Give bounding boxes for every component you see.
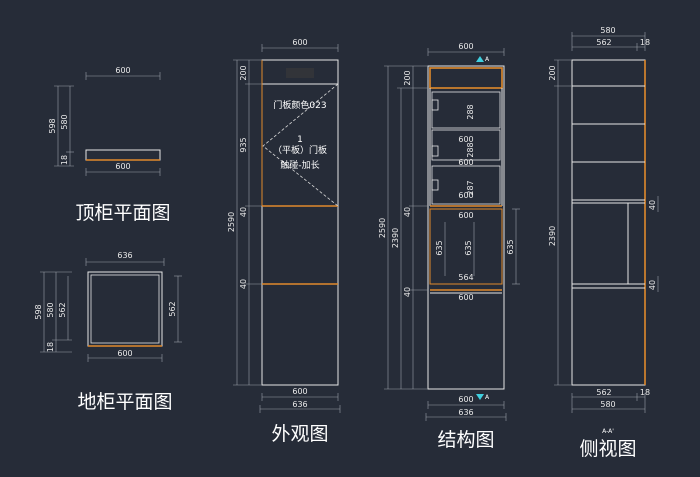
side-top-thickness: 18 bbox=[640, 38, 650, 47]
drawer-height-2: 288 bbox=[466, 142, 475, 157]
top-plan-title: 顶柜平面图 bbox=[75, 202, 170, 224]
base-plan-outer-depth: 598 bbox=[34, 304, 43, 319]
side-seg-mid: 40 bbox=[648, 200, 657, 210]
appliance-inner-width: 564 bbox=[458, 273, 473, 282]
exterior-cabinet-outline bbox=[261, 59, 339, 386]
exterior-bottom-width-1: 600 bbox=[292, 387, 307, 396]
structure-top-width: 600 bbox=[458, 42, 473, 51]
door-color-note: 门板颜色023 bbox=[273, 99, 326, 111]
base-plan-top-width: 636 bbox=[117, 251, 132, 260]
base-plan-right-depth: 562 bbox=[168, 301, 177, 316]
exterior-bottom-width-2: 636 bbox=[292, 400, 307, 409]
base-plan-middle-depth: 562 bbox=[58, 302, 67, 317]
exterior-title: 外观图 bbox=[271, 423, 328, 445]
exterior-top-width: 600 bbox=[292, 38, 307, 47]
mid-height: 635 bbox=[464, 240, 473, 255]
structure-cabinet-outline bbox=[427, 65, 505, 390]
top-plan-bottom-width: 600 bbox=[115, 162, 130, 171]
side-cabinet-outline bbox=[571, 59, 646, 386]
structure-bottom-width-2: 636 bbox=[458, 408, 473, 417]
door-note-hinge: 触碰-加长 bbox=[280, 159, 319, 171]
handle-icon bbox=[431, 99, 439, 111]
base-plan-inner-depth: 580 bbox=[46, 302, 55, 317]
section-marker-top bbox=[476, 56, 484, 62]
door-note-type: （平板）门板 bbox=[273, 144, 327, 156]
section-marker-bottom bbox=[476, 394, 484, 400]
top-plan-inner-depth: 580 bbox=[60, 114, 69, 129]
section-mark-top-label: A bbox=[485, 56, 490, 63]
side-bottom-thickness: 18 bbox=[640, 388, 650, 397]
side-bottom-width: 580 bbox=[600, 400, 615, 409]
side-inner-height: 2390 bbox=[548, 226, 557, 246]
side-seg-low: 40 bbox=[648, 280, 657, 290]
structure-seg-mid: 40 bbox=[403, 207, 412, 217]
base-shelf-width: 600 bbox=[458, 293, 473, 302]
side-title: 侧视图 bbox=[579, 438, 636, 460]
structure-inner-height: 2390 bbox=[391, 228, 400, 248]
base-plan-body bbox=[87, 271, 163, 347]
structure-view: 600 A A 288 288 287 600 600 600 600 635 … bbox=[378, 42, 520, 451]
structure-seg-top: 200 bbox=[403, 70, 412, 85]
drawer-height-1: 288 bbox=[466, 104, 475, 119]
top-plan-body bbox=[85, 149, 161, 161]
side-seg-top: 200 bbox=[548, 65, 557, 80]
drawer-2 bbox=[431, 129, 501, 161]
left-height: 635 bbox=[435, 240, 444, 255]
side-bottom-inner: 562 bbox=[596, 388, 611, 397]
base-plan-thickness: 18 bbox=[46, 342, 55, 352]
structure-title: 结构图 bbox=[437, 429, 494, 451]
top-plan-top-width: 600 bbox=[115, 66, 130, 75]
appliance-width: 600 bbox=[458, 211, 473, 220]
side-section-label: A-A' bbox=[602, 428, 614, 435]
right-height: 635 bbox=[506, 239, 515, 254]
exterior-seg-low: 40 bbox=[239, 279, 248, 289]
shelf-width-2: 600 bbox=[458, 158, 473, 167]
section-mark-bottom-label: A bbox=[485, 394, 490, 401]
base-cabinet-plan: 636 600 598 580 562 18 562 地柜平面图 bbox=[34, 251, 182, 413]
structure-seg-low: 40 bbox=[403, 287, 412, 297]
shelf-width-1: 600 bbox=[458, 135, 473, 144]
exterior-total-height: 2590 bbox=[227, 212, 236, 232]
top-compartment bbox=[429, 67, 503, 89]
top-cabinet-plan: 600 600 598 580 18 顶柜平面图 bbox=[48, 66, 171, 224]
shelf-width-3: 600 bbox=[458, 191, 473, 200]
drawer-height-3: 287 bbox=[466, 180, 475, 195]
appliance-compartment bbox=[429, 208, 503, 285]
exterior-seg-door: 935 bbox=[239, 137, 248, 152]
top-plan-outer-depth: 598 bbox=[48, 118, 57, 133]
door-note-number: 1 bbox=[297, 135, 303, 145]
exterior-view: 600 门板颜色023 1 （平板）门板 触碰-加长 2590 200 935 … bbox=[227, 38, 341, 445]
exterior-seg-top: 200 bbox=[239, 65, 248, 80]
structure-bottom-width-1: 600 bbox=[458, 395, 473, 404]
exterior-seg-mid: 40 bbox=[239, 207, 248, 217]
side-top-width: 580 bbox=[600, 26, 615, 35]
handle-icon bbox=[431, 145, 439, 157]
structure-total-height: 2590 bbox=[378, 218, 387, 238]
handle-icon bbox=[431, 179, 439, 191]
top-plan-thickness: 18 bbox=[60, 155, 69, 165]
side-top-inner: 562 bbox=[596, 38, 611, 47]
base-plan-bottom-width: 600 bbox=[117, 349, 132, 358]
side-view: 580 562 18 200 2390 40 40 562 18 580 A-A… bbox=[548, 26, 659, 460]
base-plan-title: 地柜平面图 bbox=[77, 391, 172, 413]
